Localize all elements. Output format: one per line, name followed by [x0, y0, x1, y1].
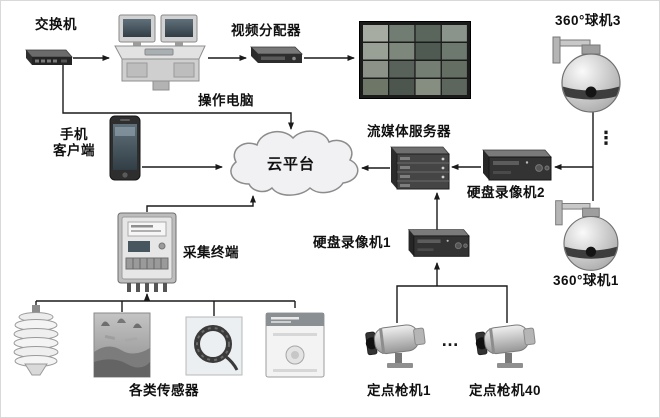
sensor-box-icon: [263, 307, 327, 381]
more-bullet-cameras-ellipsis: …: [441, 330, 459, 350]
dome-camera-3-icon: [551, 33, 629, 117]
mobile-client-label-line2: 客户端: [53, 142, 95, 158]
operator-workstation-icon: [113, 13, 208, 93]
bullet-camera-40-label: 定点枪机40: [469, 383, 542, 398]
cloud-platform-label: 云平台: [266, 156, 315, 173]
dvr1-icon: [403, 227, 471, 259]
bullet-camera-1-label: 定点枪机1: [367, 383, 432, 398]
edge-terminal-to-cloud: [146, 195, 256, 212]
sensor-group-label: 各类传感器: [129, 383, 199, 398]
mobile-phone-icon: [105, 115, 145, 181]
mobile-client-label: 手机 客户端: [47, 127, 101, 158]
dome-camera-1-label: 360°球机1: [553, 273, 619, 288]
collection-terminal-label: 采集终端: [183, 245, 239, 260]
dome-camera-1-icon: [551, 197, 629, 275]
more-dome-cameras-ellipsis: ⋮: [597, 128, 615, 148]
media-server-label: 流媒体服务器: [367, 124, 451, 139]
video-splitter-icon: [247, 43, 303, 65]
dvr1-label: 硬盘录像机1: [313, 235, 392, 250]
media-server-icon: [383, 145, 451, 191]
sensor-field-photo: [93, 312, 151, 378]
dvr2-icon: [477, 147, 553, 183]
mobile-client-label-line1: 手机: [60, 127, 88, 142]
operator-pc-label: 操作电脑: [198, 93, 254, 108]
dome-camera-3-label: 360°球机3: [555, 13, 621, 28]
edge-bullet-camera-bus: [396, 285, 508, 323]
bullet-camera-1-icon: [365, 313, 433, 377]
dvr2-label: 硬盘录像机2: [467, 185, 546, 200]
network-switch-icon: [21, 43, 73, 67]
cloud-platform-shape: 云平台: [219, 121, 363, 205]
collection-terminal-icon: [113, 211, 181, 293]
video-wall-monitor-icon: [359, 21, 471, 99]
switch-label: 交换机: [35, 17, 77, 32]
video-splitter-label: 视频分配器: [231, 23, 301, 38]
bullet-camera-40-icon: [475, 313, 543, 377]
sensor-radiation-shield-icon: [9, 305, 63, 379]
cloud-icon: [230, 130, 359, 196]
sensor-coil-icon: [185, 316, 243, 376]
edge-switch-to-cloud: [62, 65, 294, 130]
